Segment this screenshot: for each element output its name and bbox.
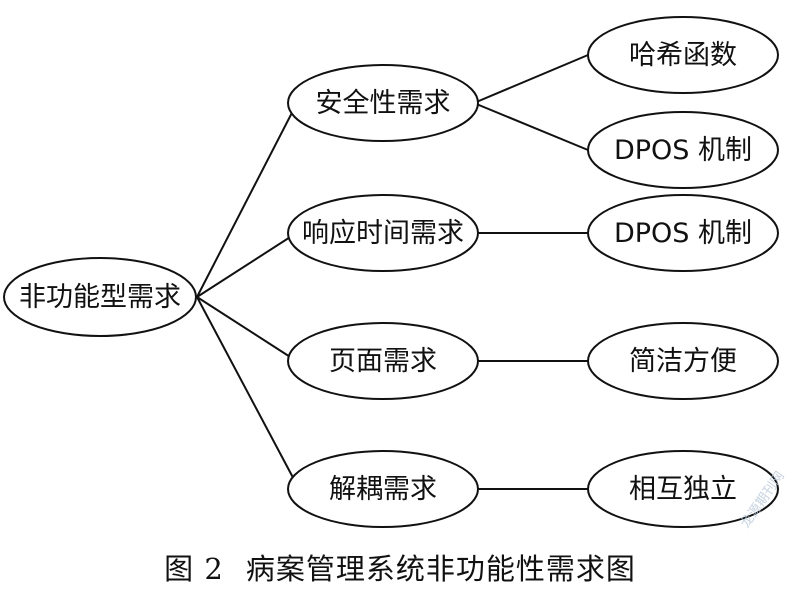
edge-security-hash xyxy=(473,54,589,104)
edge-security-dpos xyxy=(473,102,589,151)
branch-label-response: 响应时间需求 xyxy=(302,218,464,249)
figure-number: 图 2 xyxy=(164,552,224,586)
root-label: 非功能型需求 xyxy=(19,282,181,313)
leaf-node-independent: 相互独立 xyxy=(587,450,779,528)
branch-node-security: 安全性需求 xyxy=(287,64,479,142)
edge-root-page xyxy=(196,296,299,363)
leaf-node-simple: 简洁方便 xyxy=(587,322,779,400)
branch-node-decoupling: 解耦需求 xyxy=(287,450,479,528)
leaf-node-hash: 哈希函数 xyxy=(587,16,779,94)
edge-root-security xyxy=(196,100,299,298)
branch-node-page: 页面需求 xyxy=(287,322,479,400)
figure-caption: 图 2 病案管理系统非功能性需求图 xyxy=(0,546,800,588)
branch-label-page: 页面需求 xyxy=(329,346,437,377)
edges xyxy=(196,54,589,490)
leaf-label-simple: 简洁方便 xyxy=(629,346,737,377)
root-node: 非功能型需求 xyxy=(3,257,197,337)
leaf-label-dpos-security: DPOS 机制 xyxy=(614,135,752,166)
branch-label-decoupling: 解耦需求 xyxy=(329,474,437,505)
edge-root-response xyxy=(196,231,299,298)
leaf-label-hash: 哈希函数 xyxy=(629,40,737,71)
branch-label-security: 安全性需求 xyxy=(316,88,451,119)
edge-root-decoupling xyxy=(196,296,299,488)
leaf-node-dpos-response: DPOS 机制 xyxy=(587,194,779,272)
figure-title: 病案管理系统非功能性需求图 xyxy=(245,552,636,586)
leaf-label-dpos-response: DPOS 机制 xyxy=(614,218,752,249)
branch-node-response: 响应时间需求 xyxy=(287,194,479,272)
leaf-node-dpos-security: DPOS 机制 xyxy=(587,111,779,189)
leaf-label-independent: 相互独立 xyxy=(629,474,737,505)
